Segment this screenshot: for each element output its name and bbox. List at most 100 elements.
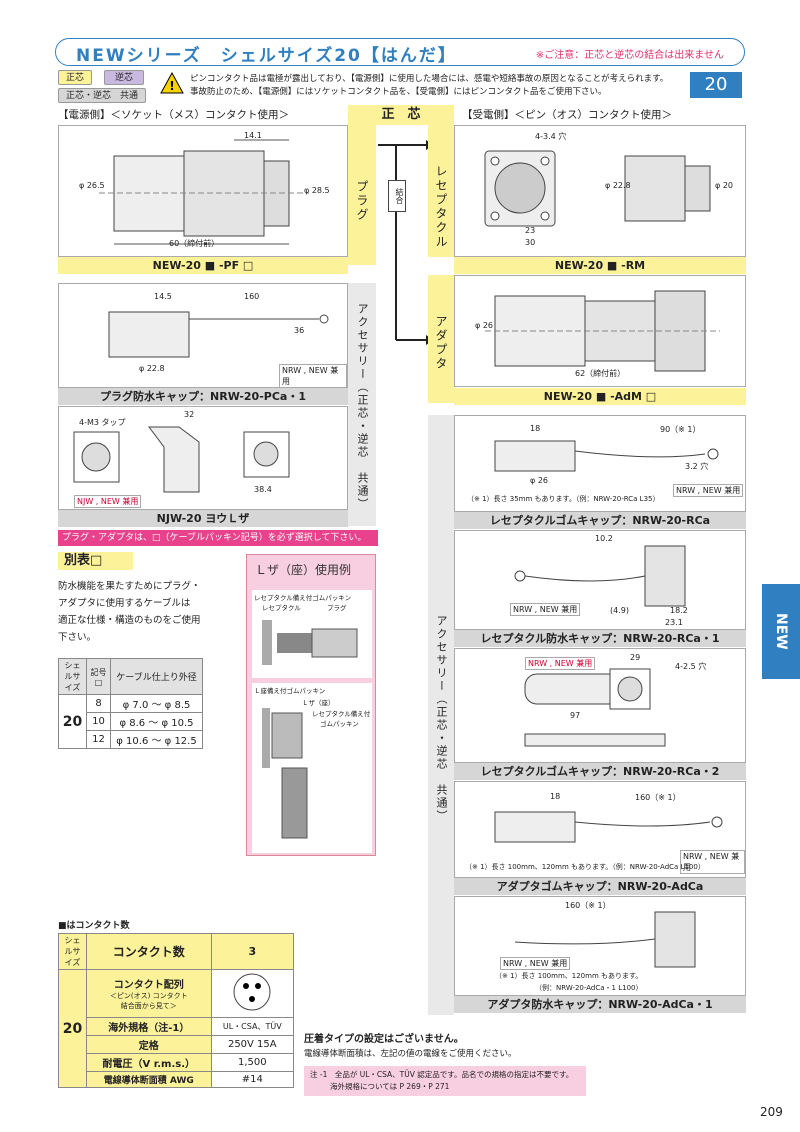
connect-label: 結合 bbox=[388, 180, 406, 212]
badge-nrw-new: NRW , NEW 兼用 bbox=[279, 364, 347, 388]
rca-panel: 18 90（※ 1） 3.2 穴 φ 26 （※ 1）長さ 35mm もあります… bbox=[454, 415, 746, 512]
tag-common: 正芯・逆芯 共通 bbox=[58, 88, 146, 103]
adapter-drawing-panel: 62（締付前） φ 26 bbox=[454, 275, 746, 387]
dim-36: 36 bbox=[294, 326, 305, 335]
dim-160-adca: 160（※ 1） bbox=[635, 793, 681, 802]
dim-160: 160 bbox=[244, 292, 260, 301]
dim-22-8-cap: φ 22.8 bbox=[139, 364, 165, 373]
warning-text: ピンコンタクト品は電極が露出しており、【電源側】に使用した場合には、感電や短絡事… bbox=[190, 73, 680, 99]
rca2-panel: NRW , NEW 兼用 29 4-2.5 穴 97 bbox=[454, 648, 746, 763]
badge-nrw-new-adca: NRW , NEW 兼用 bbox=[680, 850, 745, 874]
warning-line-1: ピンコンタクト品は電極が露出しており、【電源側】に使用した場合には、感電や短絡事… bbox=[190, 74, 669, 84]
dim-4-m3: 4-M3 タップ bbox=[79, 418, 126, 427]
badge-nrw-new-adca1: NRW , NEW 兼用 bbox=[500, 957, 571, 970]
accessory-left-label: アクセサリー（正芯・逆芯 共通） bbox=[356, 303, 369, 511]
dim-28-5: φ 28.5 bbox=[304, 186, 330, 195]
dim-4-2-5: 4-2.5 穴 bbox=[675, 662, 707, 671]
plug-vertical-label: プラグ bbox=[355, 180, 369, 222]
page-title: NEWシリーズ シェルサイズ20【はんだ】 bbox=[76, 46, 457, 66]
dim-62: 62（締付前） bbox=[575, 369, 626, 378]
l-za-label-6: レセプタクル備え付 bbox=[312, 710, 371, 718]
beppyo-desc-3: 適正な仕様・構造のものをご使用 bbox=[58, 615, 201, 626]
dim-23: 23 bbox=[525, 226, 536, 235]
contacts-rating: 定格 bbox=[86, 1035, 212, 1054]
plug-cap-caption: プラグ防水キャップ：NRW-20-PCa・1 bbox=[58, 388, 348, 405]
contacts-withstand-val: 1,500 bbox=[210, 1053, 295, 1072]
contacts-arrange: コンタクト配列 bbox=[113, 980, 184, 991]
rca2-caption: レセプタクルゴムキャップ：NRW-20-RCa・2 bbox=[454, 763, 746, 780]
contacts-count: 3 bbox=[210, 933, 295, 970]
dim-30: 30 bbox=[525, 238, 536, 247]
adca-caption: アダプタゴムキャップ：NRW-20-AdCa bbox=[454, 878, 746, 895]
adca1-drawing bbox=[514, 911, 696, 968]
contacts-rating-val: 250V 15A bbox=[210, 1035, 295, 1054]
footnote-box: 注 -1 全品が UL・CSA、TÜV 認定品です。品名での規格の指定は不要です… bbox=[304, 1066, 586, 1096]
l-za-label-4: Ｌ座備え付ゴムパッキン bbox=[254, 687, 326, 695]
footnote-line-2: 海外規格については P 269・P 271 bbox=[330, 1082, 450, 1091]
dim-26-5: φ 26.5 bbox=[79, 181, 105, 190]
rca1-panel: 10.2 18.2 (4.9) 23.1 NRW , NEW 兼用 bbox=[454, 530, 746, 630]
contacts-h-count: コンタクト数 bbox=[86, 933, 212, 970]
adapter-drawing bbox=[485, 290, 720, 372]
power-side-label: 【電源側】＜ソケット（メス）コンタクト使用＞ bbox=[58, 109, 289, 121]
accessory-right-label: アクセサリー（正芯・逆芯 共通） bbox=[435, 615, 448, 823]
crimp-desc: 電線導体断面積は、左記の値の電線をご使用ください。 bbox=[304, 1049, 517, 1059]
contacts-std: 海外規格（注-1） bbox=[86, 1017, 212, 1036]
beppyo-description: 防水機能を果たすためにプラグ・ アダプタに使用するケーブルは 適正な仕様・構造の… bbox=[58, 578, 238, 646]
cable-row-od: φ 8.6 〜 φ 10.5 bbox=[110, 712, 203, 731]
cable-row-od: φ 10.6 〜 φ 12.5 bbox=[110, 730, 203, 749]
cable-row-code: 10 bbox=[86, 712, 111, 731]
l-za-title: Ｌザ（座）使用例 bbox=[255, 563, 352, 577]
cable-table: シェルサイズ 記号□ ケーブル仕上り外径 20 8 φ 7.0 〜 φ 8.5 … bbox=[58, 658, 203, 749]
adca1-note-a: （※ 1）長さ 100mm、120mm もあります。 bbox=[495, 972, 643, 980]
center-label: 正 芯 bbox=[348, 105, 454, 125]
dim-18-adca: 18 bbox=[550, 792, 561, 801]
caution-text: ※ご注意：正芯と逆芯の結合は出来ません bbox=[535, 50, 724, 61]
tag-seishin: 正芯 bbox=[58, 70, 92, 85]
plug-drawing-panel: 14.1 60（締付前） φ 26.5 φ 28.5 bbox=[58, 125, 348, 257]
rca1-drawing bbox=[514, 545, 686, 607]
l-za-label-7: ゴムパッキン bbox=[320, 720, 359, 728]
adca-note: （※ 1）長さ 100mm、120mm もあります。（例：NRW-20-AdCa… bbox=[465, 863, 705, 871]
adca1-caption: アダプタ防水キャップ：NRW-20-AdCa・1 bbox=[454, 996, 746, 1013]
dim-22-8: φ 22.8 bbox=[605, 181, 631, 190]
badge-nrw-new-rca: NRW , NEW 兼用 bbox=[673, 484, 744, 497]
contacts-std-val: UL・CSA、TÜV bbox=[210, 1017, 295, 1036]
receptacle-drawing bbox=[484, 150, 711, 227]
adapter-adm-caption: NEW-20 ■ -AdM □ bbox=[454, 388, 746, 405]
plug-column: プラグ bbox=[348, 125, 376, 265]
crimp-title: 圧着タイプの設定はございません。 bbox=[304, 1034, 464, 1045]
rca-drawing bbox=[494, 440, 719, 472]
dim-14-5: 14.5 bbox=[154, 292, 172, 301]
dim-60: 60（締付前） bbox=[169, 239, 220, 248]
dim-97: 97 bbox=[570, 711, 581, 720]
dim-160-adca1: 160（※ 1） bbox=[565, 901, 611, 910]
connect-arrows bbox=[378, 140, 434, 345]
plug-pf-caption: NEW-20 ■ -PF □ bbox=[58, 257, 348, 274]
cable-h-shell: シェルサイズ bbox=[58, 658, 87, 695]
l-za-label-3: プラグ bbox=[327, 604, 347, 612]
tag-gyakushin: 逆芯 bbox=[104, 70, 144, 85]
contacts-arrange-sub-2: 結合面から見て＞ bbox=[120, 1002, 177, 1010]
dim-90: 90（※ 1） bbox=[660, 425, 701, 434]
side-tab-new[interactable]: NEW bbox=[762, 584, 800, 679]
beppyo-desc-2: アダプタに使用するケーブルは bbox=[58, 598, 191, 609]
contacts-h-shell: シェルサイズ bbox=[58, 933, 87, 970]
badge-nrw-new-rca1: NRW , NEW 兼用 bbox=[510, 603, 581, 616]
l-za-label-2: レセプタクル bbox=[262, 604, 301, 612]
svg-text:!: ! bbox=[169, 79, 174, 93]
l-type-caption: NJW-20 ヨウＬザ bbox=[58, 510, 348, 527]
cable-row-code: 12 bbox=[86, 730, 111, 749]
receptacle-vertical-label: レセプタクル bbox=[434, 165, 448, 249]
receive-side-label: 【受電側】＜ピン（オス）コンタクト使用＞ bbox=[462, 109, 672, 121]
cable-shell: 20 bbox=[58, 694, 87, 749]
contacts-shell: 20 bbox=[58, 969, 87, 1088]
shell-size-badge: 20 bbox=[690, 72, 742, 98]
dim-18-2: 18.2 bbox=[670, 606, 688, 615]
adca1-panel: 160（※ 1） NRW , NEW 兼用 （※ 1）長さ 100mm、120m… bbox=[454, 896, 746, 996]
plug-cap-panel: 14.5 160 36 φ 22.8 NRW , NEW 兼用 bbox=[58, 283, 348, 388]
l-za-label-5: Ｌザ（座） bbox=[302, 699, 335, 707]
footnote-line-1: 注 -1 全品が UL・CSA、TÜV 認定品です。品名での規格の指定は不要です… bbox=[310, 1070, 574, 1079]
l-za-panel: Ｌザ（座）使用例 レセプタクル備え付ゴムパッキン レセプタクル プラグ Ｌ座備え… bbox=[246, 554, 376, 856]
accessory-right-column: アクセサリー（正芯・逆芯 共通） bbox=[428, 415, 454, 1015]
